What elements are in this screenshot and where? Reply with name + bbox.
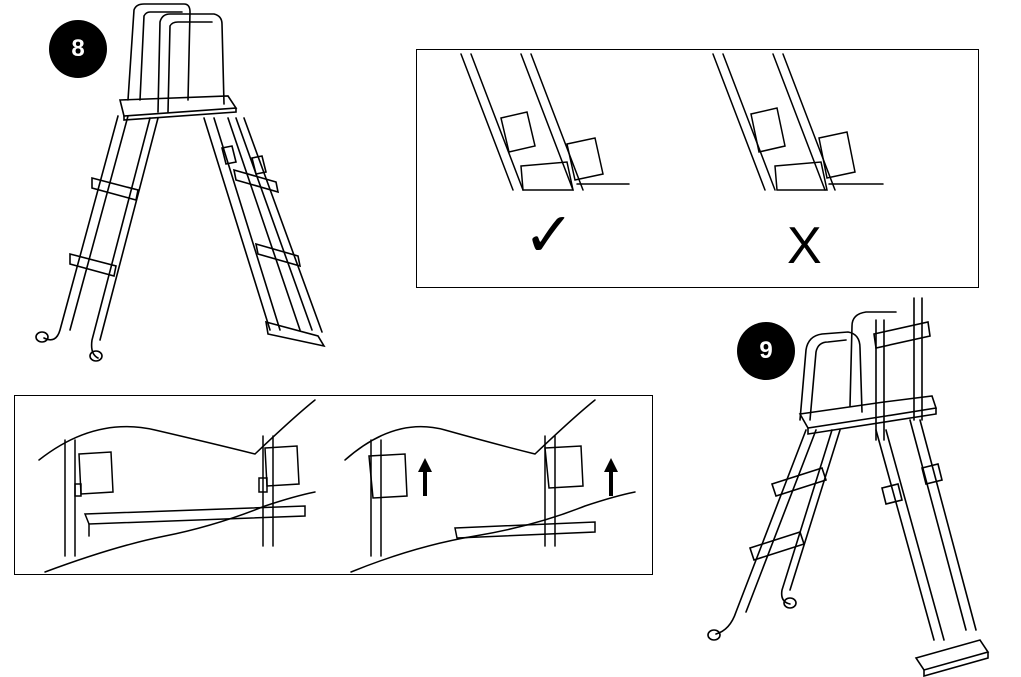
latch-detail-drawing [460,53,884,191]
locking-detail-drawing [38,399,636,573]
up-arrow-icon [604,458,618,496]
step-8-badge: 8 [49,20,107,78]
step-9-badge: 9 [737,322,795,380]
step-9-number: 9 [759,337,773,364]
x-mark-icon: X [787,217,822,275]
latch-check-panel: ✓ X [416,49,979,288]
locking-detail-panel [14,395,653,575]
up-arrow-icon [418,458,432,496]
step-8-number: 8 [71,35,85,62]
check-mark-icon: ✓ [523,198,575,271]
